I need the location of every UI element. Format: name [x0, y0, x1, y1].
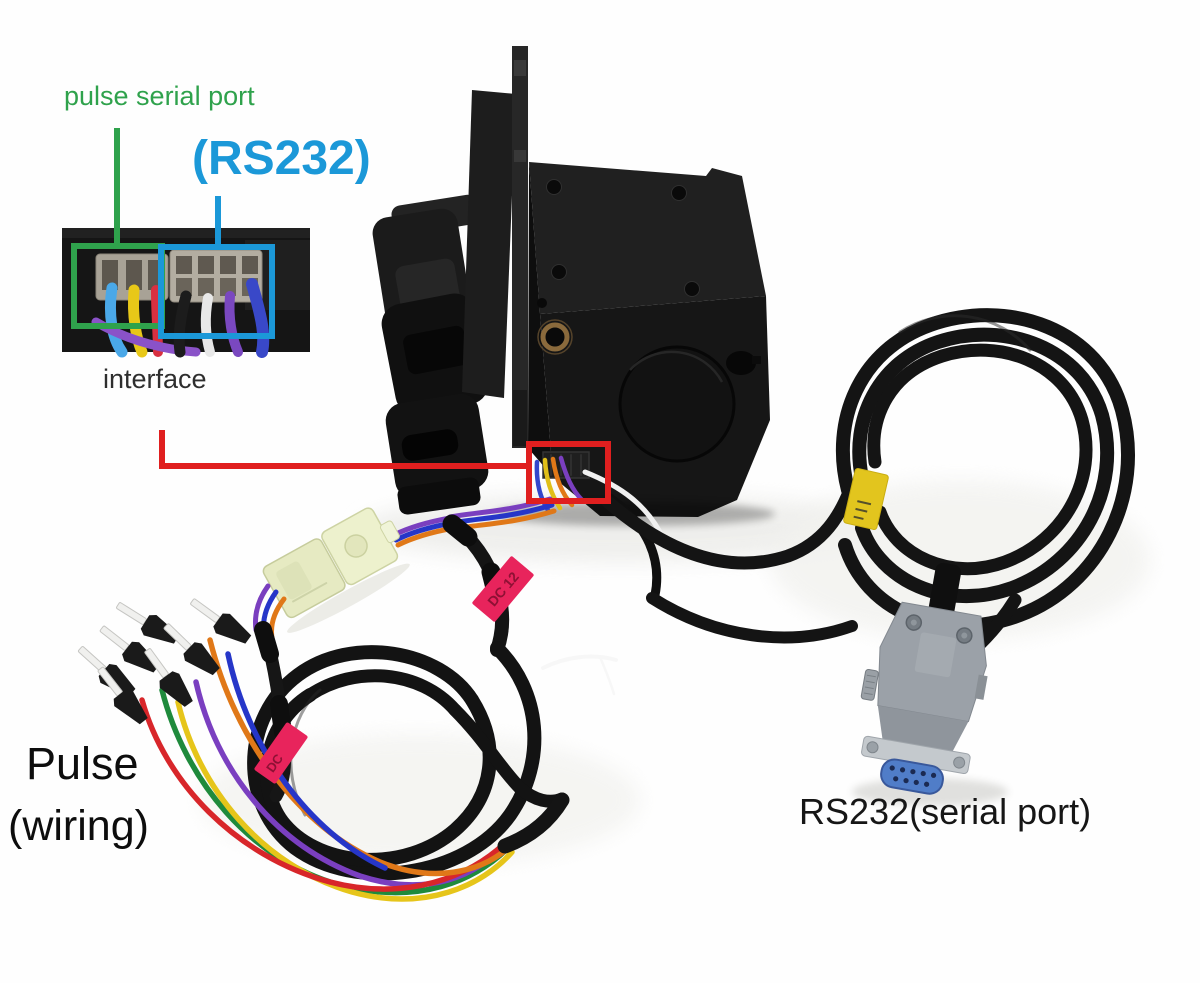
red-callout-box	[526, 441, 611, 504]
pulse-caption-line2: (wiring)	[8, 802, 149, 850]
white-cable-tie	[541, 654, 618, 696]
dc-pink-tag: DC	[254, 722, 308, 784]
pulse-harness: DC 12 DC	[77, 496, 618, 902]
pulse-caption-line1: Pulse	[26, 738, 139, 789]
cable-boot	[928, 562, 962, 619]
device-front-bezel	[372, 194, 489, 515]
pulse-wire-fan	[139, 637, 570, 902]
brass-grommet	[540, 322, 570, 352]
thumbscrew	[860, 668, 879, 701]
pulse-serial-port-label: pulse serial port	[64, 81, 255, 111]
blue-callout-box	[158, 244, 275, 339]
mounting-plate	[462, 46, 528, 448]
db9-pin-holes	[889, 765, 937, 787]
annotations	[71, 128, 611, 504]
device-body	[372, 46, 775, 600]
spade-terminals	[77, 598, 252, 725]
side-knob	[726, 351, 756, 375]
yellow-cable-tag	[843, 467, 889, 531]
screw	[546, 179, 700, 297]
rs232-callout-label: (RS232)	[192, 132, 371, 185]
red-callout-line	[159, 430, 531, 469]
db9-connector	[860, 562, 988, 795]
device-top-face	[529, 162, 766, 314]
interface-label: interface	[103, 364, 207, 394]
rs232-caption: RS232(serial port)	[799, 791, 1092, 832]
device-side-face	[495, 162, 775, 526]
